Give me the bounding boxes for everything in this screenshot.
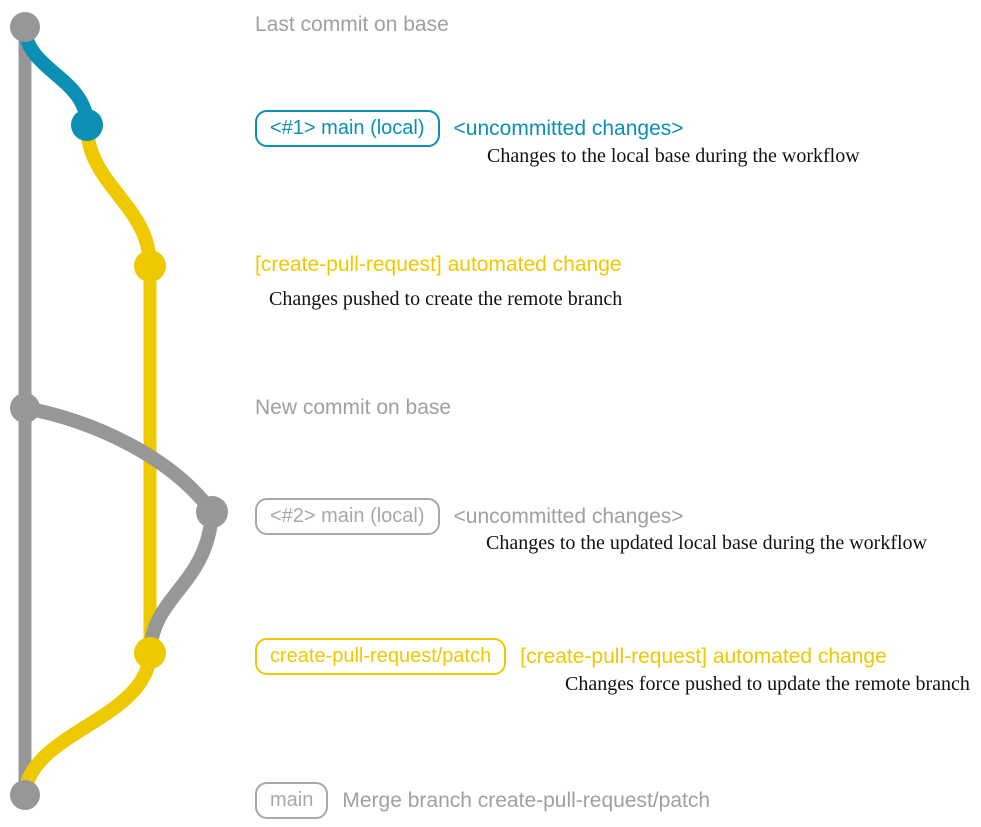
commit-caption-patch-2: Changes force pushed to update the remot…	[565, 673, 970, 695]
commit-node-local-2[interactable]	[196, 496, 228, 528]
commit-row-local-1: <#1> main (local) <uncommitted changes>	[255, 110, 684, 147]
commit-row-base-new: New commit on base	[255, 396, 451, 420]
commit-node-local-1[interactable]	[71, 109, 103, 141]
ref-badge-create-pull-request-patch[interactable]: create-pull-request/patch	[255, 638, 507, 675]
commit-subject-local-2: <uncommitted changes>	[453, 504, 684, 528]
commit-subject-patch-2: [create-pull-request] automated change	[520, 644, 887, 668]
edge-patch2-to-basemerge	[18, 646, 157, 802]
ref-badge-main-local-1[interactable]: <#1> main (local)	[255, 110, 440, 147]
commit-caption-patch-1: Changes pushed to create the remote bran…	[269, 288, 623, 310]
commit-row-base-merge: main Merge branch create-pull-request/pa…	[255, 782, 710, 819]
commit-node-base-new[interactable]	[10, 393, 40, 423]
edge-local2-to-patch2	[143, 505, 219, 660]
commit-subject-base-merge: Merge branch create-pull-request/patch	[342, 788, 711, 812]
commit-row-local-2: <#2> main (local) <uncommitted changes>	[255, 498, 684, 535]
commit-row-base-last: Last commit on base	[255, 13, 449, 37]
commit-node-base-last[interactable]	[10, 12, 40, 42]
commit-caption-local-1: Changes to the local base during the wor…	[487, 145, 860, 167]
commit-subject-base-last: Last commit on base	[255, 13, 449, 36]
commit-caption-local-2: Changes to the updated local base during…	[486, 532, 927, 554]
commit-subject-patch-1: [create-pull-request] automated change	[255, 253, 622, 276]
commit-subject-local-1: <uncommitted changes>	[453, 116, 684, 140]
commit-node-patch-1[interactable]	[134, 250, 166, 282]
ref-badge-main[interactable]: main	[255, 782, 329, 819]
commit-node-patch-2[interactable]	[134, 637, 166, 669]
commit-node-base-merge[interactable]	[10, 780, 40, 810]
ref-badge-main-local-2[interactable]: <#2> main (local)	[255, 498, 440, 535]
edge-basenew-to-local2	[18, 401, 219, 519]
edge-local1-to-patch1	[80, 118, 157, 273]
commit-row-patch-2: create-pull-request/patch [create-pull-r…	[255, 638, 887, 675]
edge-base-to-local1	[18, 20, 94, 132]
commit-row-patch-1: [create-pull-request] automated change	[255, 253, 622, 277]
commit-subject-base-new: New commit on base	[255, 396, 452, 419]
